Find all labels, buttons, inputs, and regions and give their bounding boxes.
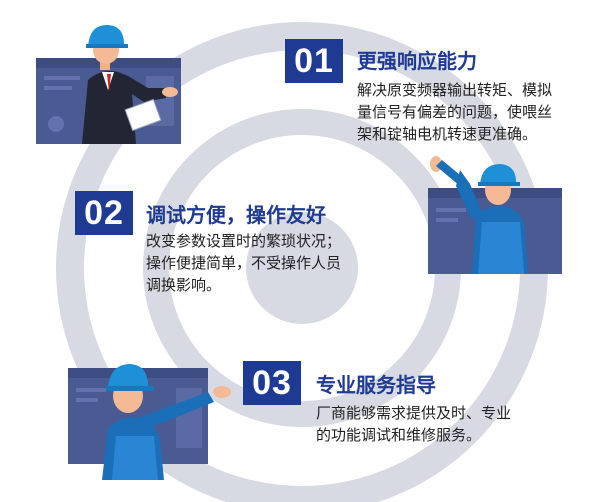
worker-pointing-icon xyxy=(428,156,562,274)
desc-line: 调换影响。 xyxy=(146,276,222,294)
worker-pointing-icon xyxy=(68,364,231,480)
item-description-01: 解决原变频器输出转矩、模拟 量信号有偏差的问题，使喂丝 架和锭轴电机转速更准确。 xyxy=(357,79,552,145)
desc-line: 量信号有偏差的问题，使喂丝 xyxy=(357,103,553,121)
desc-line: 厂商能够需求提供及时、专业 xyxy=(316,404,512,422)
item-title-01: 更强响应能力 xyxy=(357,49,477,73)
item-number-03: 03 xyxy=(243,361,301,405)
desc-line: 的功能调试和维修服务。 xyxy=(316,426,482,444)
item-title-02: 调试方便，操作友好 xyxy=(146,203,326,227)
desc-line: 架和锭轴电机转速更准确。 xyxy=(357,125,538,143)
desc-line: 解决原变频器输出转矩、模拟 xyxy=(357,81,553,99)
item-title-03: 专业服务指导 xyxy=(316,373,436,397)
desc-line: 操作便捷简单，不受操作人员 xyxy=(146,254,342,272)
item-description-02: 改变参数设置时的繁琐状况； 操作便捷简单，不受操作人员 调换影响。 xyxy=(146,230,341,296)
item-number-02: 02 xyxy=(75,191,133,235)
item-number-01: 01 xyxy=(285,39,343,83)
desc-line: 改变参数设置时的繁琐状况； xyxy=(146,232,342,250)
businessman-presenting-icon xyxy=(36,24,181,144)
item-description-03: 厂商能够需求提供及时、专业 的功能调试和维修服务。 xyxy=(316,402,511,446)
